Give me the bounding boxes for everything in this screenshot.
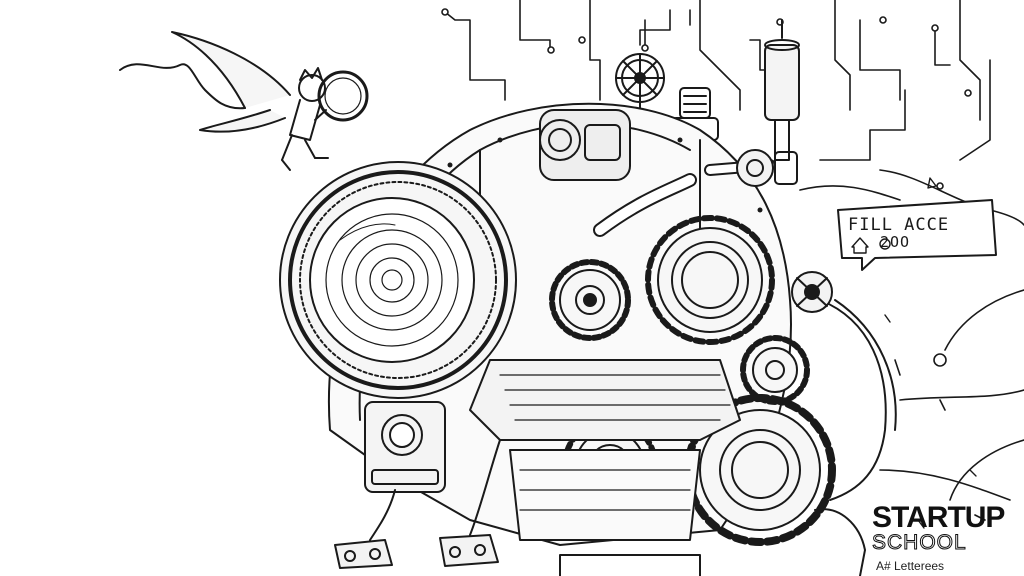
cylinder-component [764, 19, 800, 161]
circuit-wires [441, 0, 1024, 226]
logo-text-school: SCHOOL [872, 531, 967, 554]
flying-character [119, 31, 369, 171]
gear-middle [549, 259, 631, 341]
logo-text-startup: STARTUP [872, 501, 1005, 534]
sign-line-1: FILL ACCE [848, 215, 949, 235]
startup-school-logo: STARTUP SCHOOL [872, 501, 1012, 554]
gear-upper-right [645, 215, 775, 345]
main-lens [279, 161, 517, 399]
sign-board: FILL ACCE 2OO [837, 199, 997, 271]
middle-foot [439, 439, 501, 567]
side-valve [736, 149, 798, 187]
lower-housing [469, 359, 741, 541]
sign-line-2: 2OO [880, 233, 910, 251]
right-nozzle [791, 271, 833, 313]
right-cables [879, 289, 1024, 521]
gear-right-small [740, 335, 810, 405]
debris [884, 177, 977, 529]
camera-module [539, 109, 631, 181]
caption-text: A# Letterees [876, 559, 945, 573]
front-socket [364, 401, 446, 493]
left-foot [334, 489, 396, 569]
valve-wheel [615, 53, 665, 121]
right-base [559, 508, 866, 576]
